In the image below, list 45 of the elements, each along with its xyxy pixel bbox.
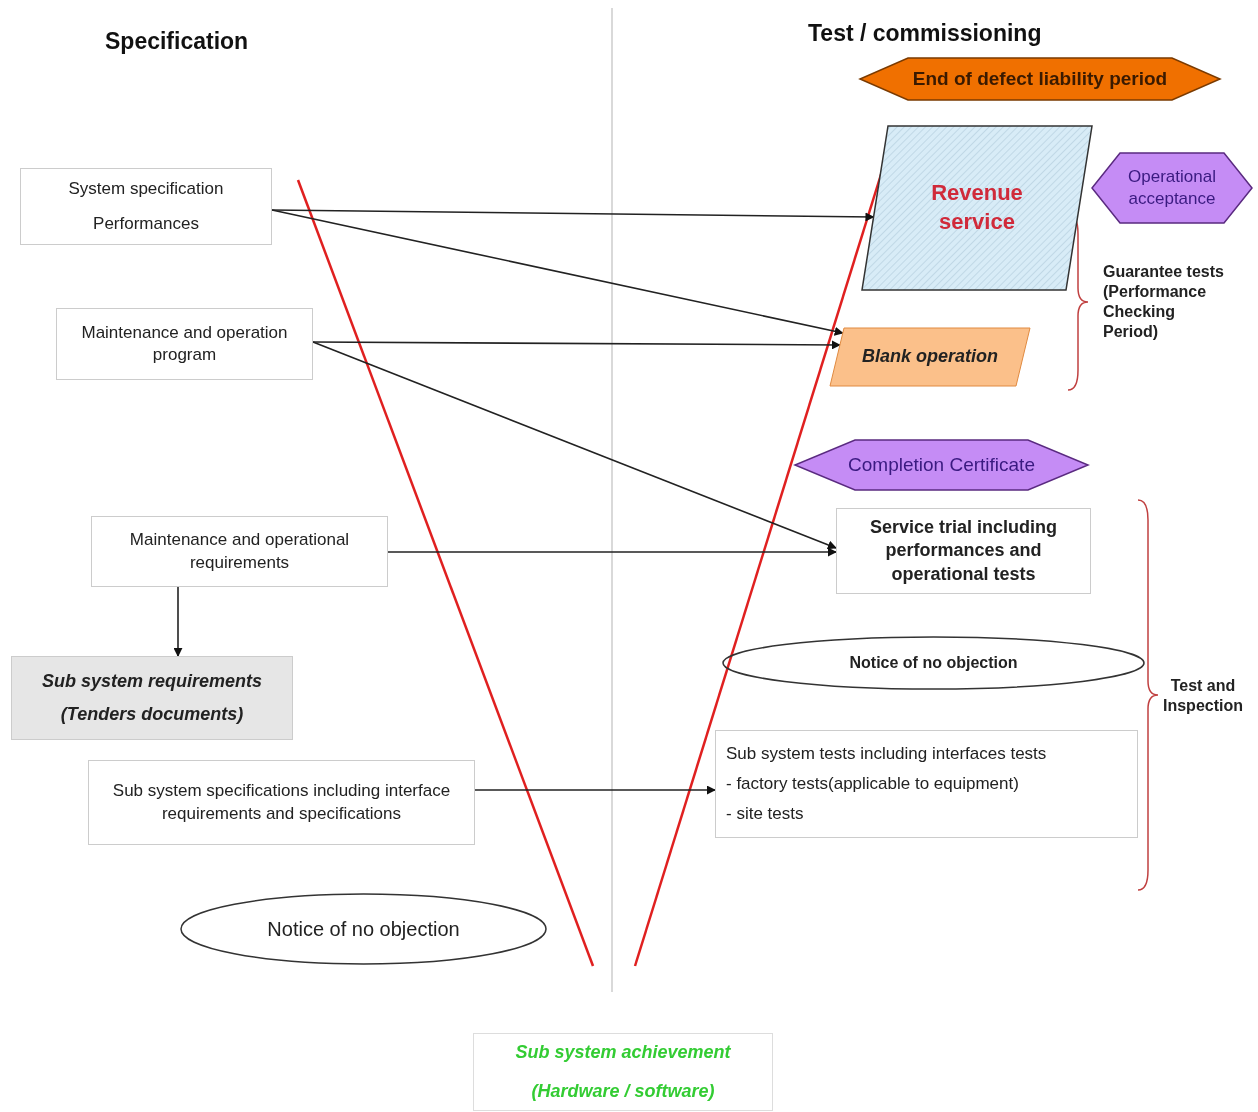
node-text: Notice of no objection [849,652,1018,673]
node-text: (Tenders documents) [60,703,244,726]
bracket-label: Test and Inspection [1162,676,1244,716]
node-text: Sub system achievement [515,1040,731,1064]
node-text: Sub system requirements [41,669,263,693]
milestone-hexagon [1092,153,1252,223]
column-heading: Test / commissioning [808,20,1042,47]
arrow [312,341,837,550]
node-text: System specification [68,178,224,201]
arrow [474,785,716,795]
process-box [20,168,272,245]
node-text: Operational acceptance [1127,165,1217,210]
node-text: Maintenance and operation program [80,321,289,366]
process-box [56,308,313,380]
node-text: End of defect liability period [912,66,1168,91]
node-text: Completion Certificate [848,452,1035,477]
node-text: Revenue service [930,179,1024,236]
milestone-hexagon [795,440,1088,490]
approval-ellipse [180,893,547,965]
milestone-hexagon [860,58,1220,100]
node-text: Maintenance and operational requirements [128,529,351,574]
process-box [836,508,1091,594]
column-heading: Specification [105,28,249,55]
bracket-label: Guarantee tests (Performance Checking Period) [1103,262,1225,342]
node-text: (Hardware / software) [531,1080,715,1103]
arrow [312,340,841,350]
result-box [473,1033,773,1111]
stage-parallelogram [862,126,1092,290]
approval-ellipse [722,636,1145,690]
node-text: Sub system specifications including interface requirements and specifications [111,780,452,825]
test-list-box [715,730,1138,838]
node-text: Blank operation [862,345,998,369]
arrow [173,586,183,657]
node-text: - site tests [726,803,804,826]
arrow [271,209,844,336]
arrow [387,547,837,557]
node-text: Sub system tests including interfaces tests [726,742,1047,765]
node-text: Notice of no objection [267,917,460,942]
process-box [91,516,388,587]
process-box [88,760,475,845]
node-text: - factory tests(applicable to equipment) [726,772,1019,795]
stage-parallelogram [830,328,1030,386]
node-text: Performances [93,212,199,235]
document-box [11,656,293,740]
node-text: Service trial including performances and operational tests [868,515,1059,586]
